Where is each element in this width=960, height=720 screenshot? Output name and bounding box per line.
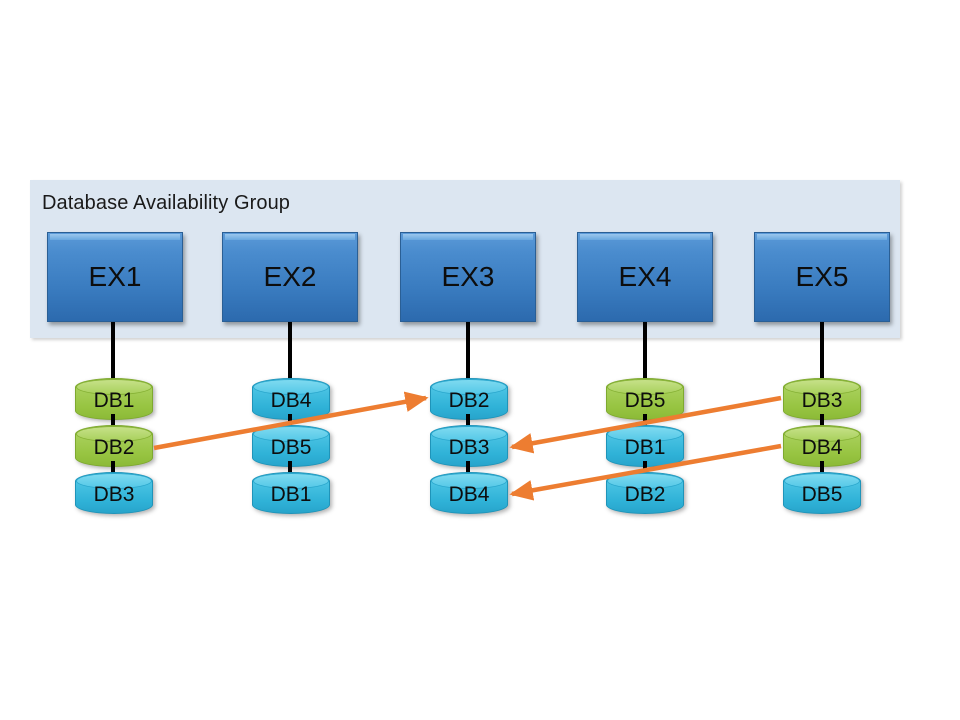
database-label: DB1 xyxy=(270,483,312,506)
server-box-ex1[interactable]: EX1 xyxy=(47,232,183,322)
cylinder-top-ellipse xyxy=(76,426,152,442)
cylinder-top-ellipse xyxy=(784,379,860,395)
server-box-ex3[interactable]: EX3 xyxy=(400,232,536,322)
connector-db-link xyxy=(466,461,470,480)
cylinder-top-ellipse xyxy=(784,426,860,442)
server-label: EX2 xyxy=(263,261,317,292)
connector-ex1-to-db xyxy=(111,322,115,386)
server-label: EX3 xyxy=(441,261,495,292)
database-ex2-db1[interactable]: DB1 xyxy=(252,472,330,514)
database-ex5-db5[interactable]: DB5 xyxy=(783,472,861,514)
connector-db-link xyxy=(820,461,824,480)
database-ex1-db3[interactable]: DB3 xyxy=(75,472,153,514)
database-label: DB1 xyxy=(93,389,135,412)
database-label: DB5 xyxy=(801,483,843,506)
cylinder-top-ellipse xyxy=(253,473,329,489)
connector-db-link xyxy=(111,461,115,480)
database-ex5-db3[interactable]: DB3 xyxy=(783,378,861,420)
cylinder-top-ellipse xyxy=(76,473,152,489)
database-label: DB5 xyxy=(624,389,666,412)
database-label: DB3 xyxy=(93,483,135,506)
database-ex3-db2[interactable]: DB2 xyxy=(430,378,508,420)
database-label: DB2 xyxy=(93,436,135,459)
database-label: DB4 xyxy=(270,389,312,412)
database-label: DB4 xyxy=(801,436,843,459)
connector-ex4-to-db xyxy=(643,322,647,386)
connector-db-link xyxy=(111,414,115,433)
cylinder-top-ellipse xyxy=(607,379,683,395)
server-box-ex2[interactable]: EX2 xyxy=(222,232,358,322)
database-label: DB5 xyxy=(270,436,312,459)
server-box-ex5[interactable]: EX5 xyxy=(754,232,890,322)
server-box-ex4[interactable]: EX4 xyxy=(577,232,713,322)
cylinder-top-ellipse xyxy=(431,379,507,395)
database-label: DB1 xyxy=(624,436,666,459)
connector-db-link xyxy=(820,414,824,433)
connector-db-link xyxy=(288,461,292,480)
database-ex5-db4[interactable]: DB4 xyxy=(783,425,861,467)
database-label: DB3 xyxy=(448,436,490,459)
database-ex4-db2[interactable]: DB2 xyxy=(606,472,684,514)
database-ex1-db1[interactable]: DB1 xyxy=(75,378,153,420)
server-label: EX5 xyxy=(795,261,849,292)
database-ex1-db2[interactable]: DB2 xyxy=(75,425,153,467)
database-label: DB2 xyxy=(448,389,490,412)
cylinder-top-ellipse xyxy=(431,426,507,442)
server-label: EX4 xyxy=(618,261,672,292)
database-label: DB2 xyxy=(624,483,666,506)
database-label: DB4 xyxy=(448,483,490,506)
connector-db-link xyxy=(466,414,470,433)
database-label: DB3 xyxy=(801,389,843,412)
cylinder-top-ellipse xyxy=(431,473,507,489)
database-availability-group-title: Database Availability Group xyxy=(42,192,291,214)
connector-ex5-to-db xyxy=(820,322,824,386)
connector-ex2-to-db xyxy=(288,322,292,386)
database-ex3-db4[interactable]: DB4 xyxy=(430,472,508,514)
connector-ex3-to-db xyxy=(466,322,470,386)
cylinder-top-ellipse xyxy=(253,379,329,395)
server-label: EX1 xyxy=(88,261,142,292)
database-ex3-db3[interactable]: DB3 xyxy=(430,425,508,467)
cylinder-top-ellipse xyxy=(784,473,860,489)
cylinder-top-ellipse xyxy=(76,379,152,395)
